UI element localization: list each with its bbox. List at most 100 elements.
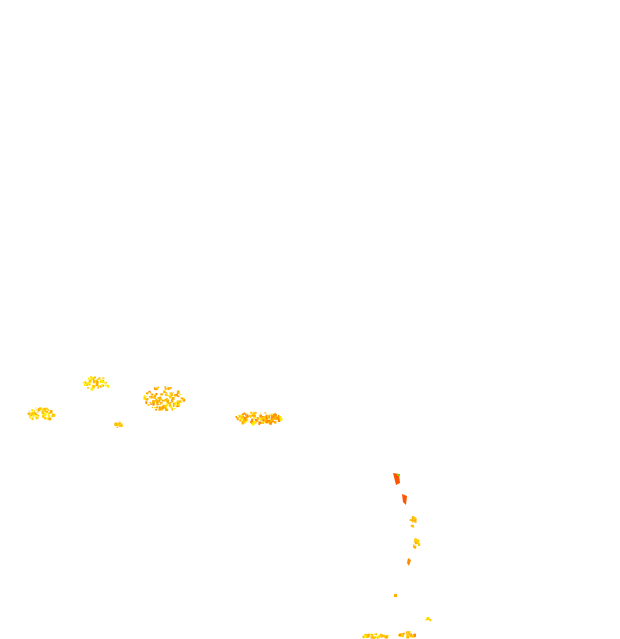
map-regions — [27, 376, 432, 639]
pixel-cell — [170, 400, 174, 403]
region-g — [402, 494, 407, 505]
pixel-cell — [163, 400, 166, 402]
pixel-cell — [246, 416, 249, 419]
pixel-cell — [237, 414, 239, 416]
pixel-cell — [158, 396, 162, 400]
pixel-cell — [408, 633, 410, 636]
pixel-cell — [170, 405, 173, 409]
pixel-cell — [151, 393, 154, 395]
pixel-cell — [383, 634, 386, 638]
pixel-cell — [155, 395, 157, 397]
pixel-cell — [385, 635, 388, 639]
pixel-cell — [272, 415, 275, 417]
pixel-cell — [375, 635, 377, 638]
pixel-cell — [279, 416, 282, 419]
pixel-cell — [241, 413, 245, 416]
pixel-cell — [262, 416, 265, 420]
pixel-cell — [155, 409, 158, 411]
pixel-cell — [167, 387, 170, 391]
pixel-cell — [155, 388, 157, 391]
pixel-cell — [364, 634, 365, 636]
pixel-cell — [168, 402, 170, 404]
pixel-cell — [274, 415, 277, 419]
pixel-cell — [171, 408, 174, 411]
pixel-cell — [158, 408, 161, 410]
pixel-cell — [262, 416, 264, 418]
region-k — [394, 594, 397, 597]
region-f-accent — [397, 474, 400, 476]
pixel-cell — [414, 520, 417, 523]
pixel-cell — [90, 387, 94, 391]
pixel-cell — [98, 377, 101, 379]
pixel-cell — [411, 635, 414, 638]
pixel-cell — [171, 408, 173, 410]
pixel-cell — [273, 416, 276, 420]
pixel-cell — [165, 399, 167, 402]
pixel-cell — [157, 386, 160, 389]
pixel-cell — [164, 387, 167, 390]
pixel-cell — [273, 421, 277, 424]
pixel-cell — [151, 394, 153, 396]
pixel-cell — [35, 409, 38, 411]
pixel-cell — [374, 636, 376, 638]
pixel-cell — [381, 636, 383, 638]
pixel-cell — [29, 412, 32, 414]
pixel-cell — [145, 392, 149, 395]
pixel-cell — [164, 406, 167, 409]
region-b — [82, 376, 110, 391]
pixel-cell — [93, 382, 95, 384]
pixel-cell — [249, 421, 251, 423]
pixel-cell — [176, 395, 178, 397]
pixel-cell — [413, 517, 416, 520]
pixel-cell — [32, 413, 35, 417]
pixel-cell — [270, 414, 274, 417]
pixel-cell — [32, 416, 34, 418]
pixel-cell — [152, 400, 155, 404]
pixel-cell — [95, 380, 99, 384]
pixel-cell — [176, 390, 180, 394]
pixel-cell — [274, 413, 277, 416]
pixel-cell — [265, 413, 267, 415]
pixel-cell — [164, 393, 168, 396]
pixel-cell — [48, 412, 51, 414]
pixel-cell — [106, 384, 110, 388]
pixel-cell — [43, 409, 46, 410]
pixel-cell — [406, 631, 408, 633]
pixel-cell — [367, 633, 370, 636]
pixel-cell — [171, 394, 173, 396]
pixel-cell — [412, 516, 415, 519]
pixel-cell — [104, 384, 107, 387]
pixel-cell — [149, 396, 151, 398]
pixel-cell — [151, 406, 153, 408]
pixel-cell — [100, 379, 103, 384]
pixel-cell — [37, 411, 39, 413]
pixel-cell — [35, 416, 39, 419]
pixel-cell — [242, 416, 245, 418]
pixel-cell — [412, 525, 415, 528]
pixel-cell — [90, 377, 93, 381]
pixel-cell — [173, 391, 175, 394]
pixel-cell — [145, 401, 148, 404]
pixel-cell — [46, 407, 48, 410]
pixel-cell — [156, 402, 159, 404]
pixel-cell — [87, 387, 89, 389]
pixel-cell — [413, 633, 416, 636]
pixel-cell — [259, 418, 262, 420]
pixel-cell — [372, 636, 376, 639]
pixel-cell — [88, 384, 91, 386]
pixel-cell — [258, 422, 261, 424]
pixel-cell — [410, 519, 413, 522]
pixel-cell — [411, 520, 414, 523]
pixel-cell — [253, 416, 256, 419]
pixel-cell — [116, 426, 119, 428]
pixel-cell — [175, 393, 179, 396]
pixel-cell — [243, 418, 246, 421]
pixel-cell — [36, 414, 38, 416]
pixel-cell — [92, 376, 95, 379]
pixel-cell — [155, 406, 157, 409]
pixel-cell — [370, 635, 374, 639]
pixel-cell — [426, 617, 428, 619]
pixel-cell — [154, 400, 156, 402]
